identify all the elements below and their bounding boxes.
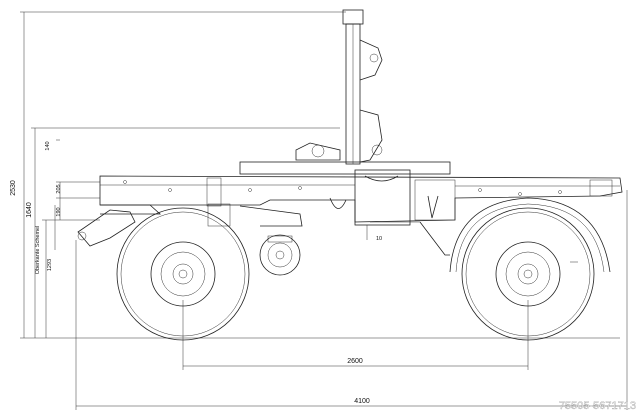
fifth-wheel-coupling [239, 142, 451, 175]
dim-oberkante-label: Oberkante Schemel [35, 226, 41, 275]
vertical-dimension-lines [20, 11, 620, 339]
rear-wheel [449, 197, 611, 341]
front-arm-assembly [77, 204, 450, 256]
chassis-frame [99, 169, 623, 227]
brake-drum [259, 234, 301, 276]
dim-total-height: 2530 [10, 180, 17, 196]
horizontal-dimension-lines [75, 190, 628, 410]
dim-fifth-wheel-height: 1640 [26, 202, 33, 218]
dim-wheelbase: 2600 [347, 358, 363, 365]
dim-140: 140 [45, 141, 51, 150]
dim-205: 205 [56, 184, 62, 193]
dim-overall-length: 4100 [354, 398, 370, 405]
dim-1293: 1293 [47, 259, 53, 271]
front-wheel [116, 207, 250, 341]
vertical-column [342, 9, 383, 165]
watermark-text: 75505-5671713 [559, 400, 636, 412]
dim-190: 190 [56, 207, 62, 216]
dim-small-10: 10 [376, 236, 382, 242]
